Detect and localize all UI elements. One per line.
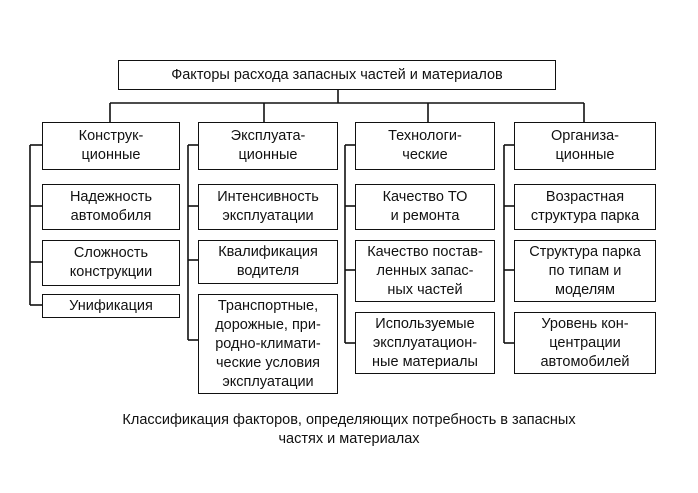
factor-operating-materials: Используемые эксплуатацион- ные материал… — [355, 312, 495, 374]
factor-unification: Унификация — [42, 294, 180, 318]
category-technological: Технологи- ческие — [355, 122, 495, 170]
figure-caption: Классификация факторов, определяющих пот… — [122, 412, 576, 447]
factor-fleet-age-structure: Возрастная структура парка — [514, 184, 656, 230]
category-operational: Эксплуата- ционные — [198, 122, 338, 170]
factor-vehicle-reliability: Надежность автомобиля — [42, 184, 180, 230]
factor-fleet-model-structure: Структура парка по типам и моделям — [514, 240, 656, 302]
factor-design-complexity: Сложность конструкции — [42, 240, 180, 286]
root-box: Факторы расхода запасных частей и матери… — [118, 60, 556, 90]
factor-spare-parts-quality: Качество постав- ленных запас- ных часте… — [355, 240, 495, 302]
factor-maintenance-quality: Качество ТО и ремонта — [355, 184, 495, 230]
category-organizational: Организа- ционные — [514, 122, 656, 170]
factor-vehicle-concentration: Уровень кон- центрации автомобилей — [514, 312, 656, 374]
factor-driver-qualification: Квалификация водителя — [198, 240, 338, 284]
factor-operating-conditions: Транспортные, дорожные, при- родно-клима… — [198, 294, 338, 394]
category-constructive: Конструк- ционные — [42, 122, 180, 170]
factor-operation-intensity: Интенсивность эксплуатации — [198, 184, 338, 230]
